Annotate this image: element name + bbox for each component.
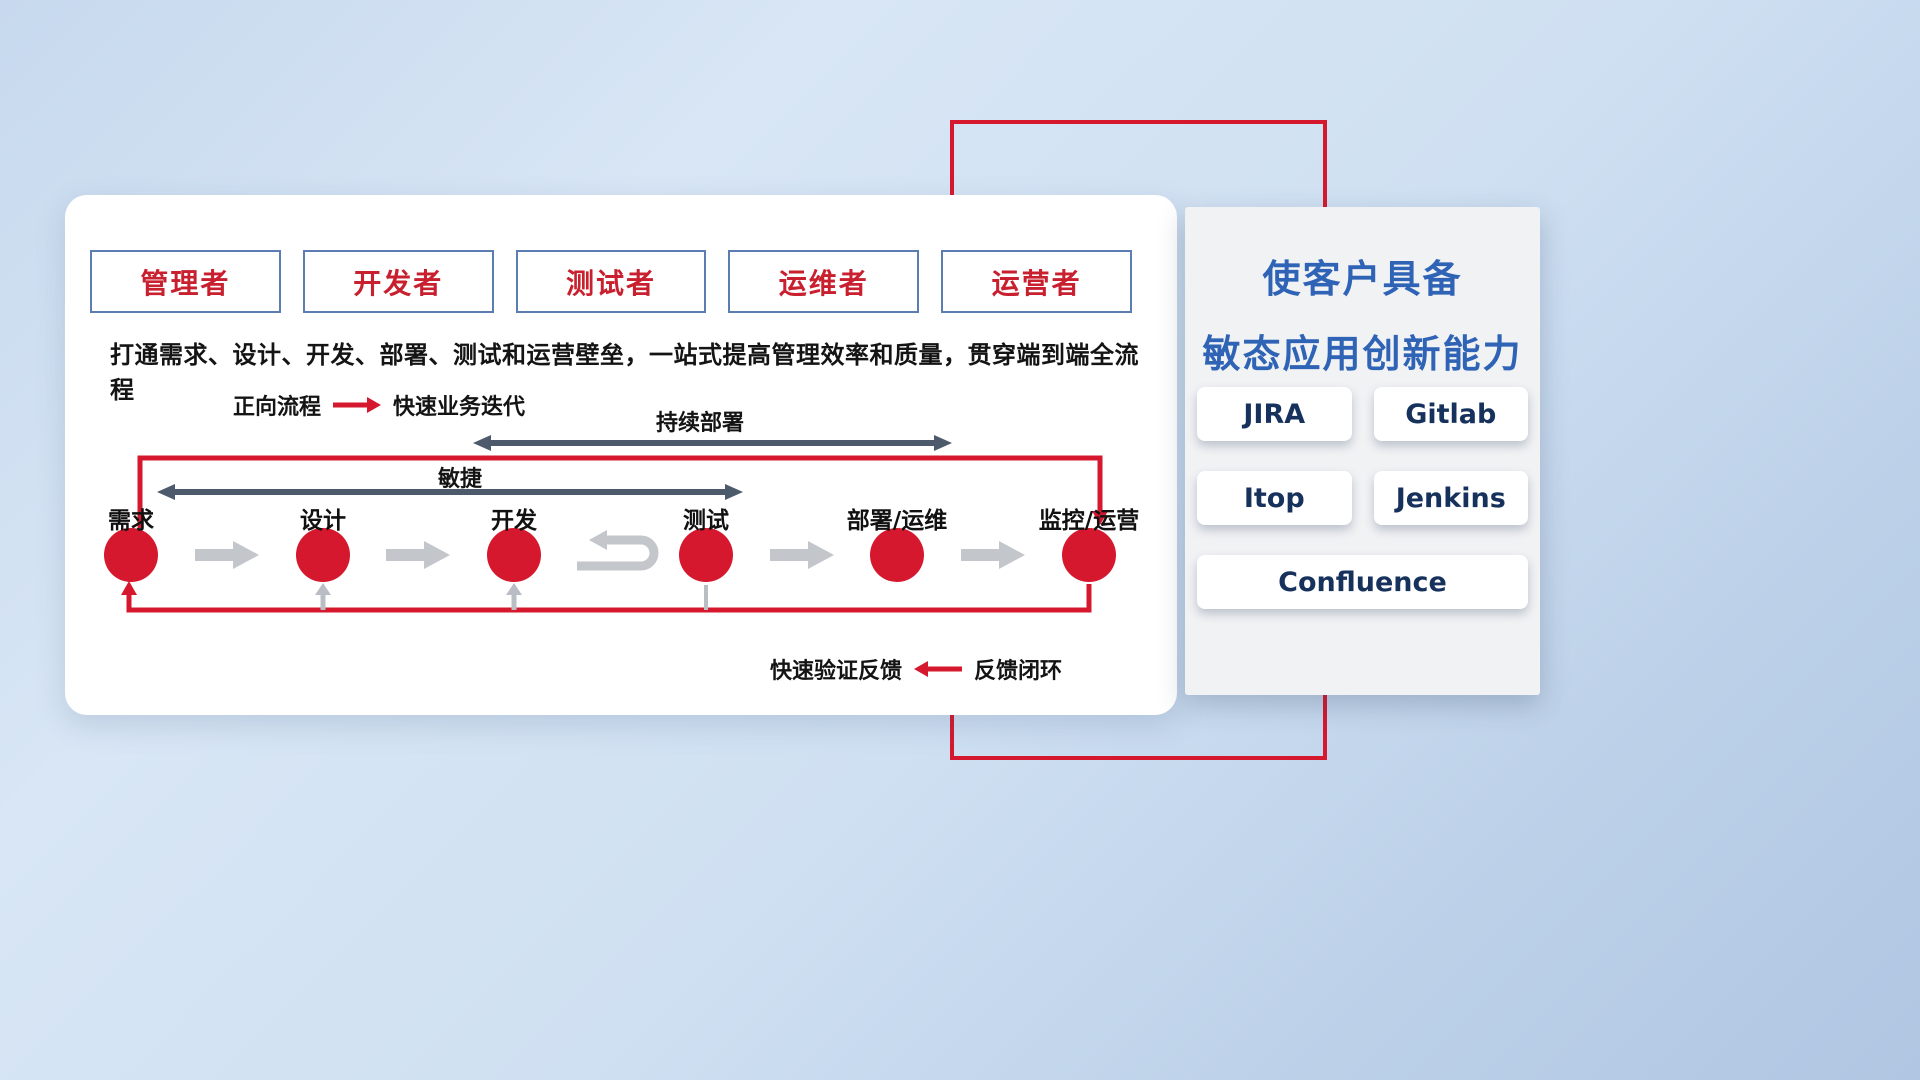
legend-forward-label: 正向流程 bbox=[233, 395, 322, 420]
role-box-ops: 运维者 bbox=[728, 250, 920, 313]
stage-circle-development bbox=[487, 528, 541, 582]
role-box-tester: 测试者 bbox=[515, 250, 707, 313]
flow-arrow-1 bbox=[195, 541, 259, 569]
legend-feedback-label: 快速验证反馈 bbox=[770, 659, 903, 684]
subtitle: 打通需求、设计、开发、部署、测试和运营壁垒，一站式提高管理效率和质量，贯穿端到端… bbox=[110, 341, 1139, 404]
tool-chip-jenkins: Jenkins bbox=[1373, 471, 1528, 525]
role-boxes-row: 管理者 开发者 测试者 运维者 运营者 bbox=[90, 250, 1132, 313]
forward-arrow-icon bbox=[333, 397, 382, 413]
arrowhead-up bbox=[315, 583, 331, 595]
arrowhead-up bbox=[506, 583, 522, 595]
flow-arrow-2 bbox=[386, 541, 450, 569]
tool-chip-grid: JIRA Gitlab Itop Jenkins Confluence bbox=[1197, 387, 1528, 609]
stage-label-testing: 测试 bbox=[683, 508, 729, 534]
legend-forward-desc: 快速业务迭代 bbox=[393, 395, 526, 420]
panel-title: 使客户具备 敏态应用创新能力 bbox=[1185, 242, 1540, 392]
feedback-loop-arrowhead bbox=[121, 581, 137, 595]
role-box-developer: 开发者 bbox=[302, 250, 494, 313]
stage-label-design: 设计 bbox=[300, 508, 346, 534]
arrowhead-right bbox=[934, 435, 952, 451]
agile-label: 敏捷 bbox=[437, 467, 482, 492]
arrowhead-right bbox=[725, 484, 743, 500]
role-label: 运维者 bbox=[778, 266, 869, 300]
loopback-arrowhead bbox=[589, 530, 607, 550]
role-label: 运营者 bbox=[991, 266, 1082, 300]
stage-label-deploy-ops: 部署/运维 bbox=[846, 508, 948, 534]
stage-circle-requirements bbox=[104, 528, 158, 582]
flow-arrow-5 bbox=[961, 541, 1025, 569]
legend-feedback-desc: 反馈闭环 bbox=[974, 659, 1063, 684]
legend-feedback: 快速验证反馈 反馈闭环 bbox=[770, 653, 1062, 685]
role-label: 开发者 bbox=[353, 266, 444, 300]
panel-title-line2: 敏态应用创新能力 bbox=[1202, 332, 1523, 376]
tool-chip-gitlab: Gitlab bbox=[1373, 387, 1528, 441]
tool-chip-confluence: Confluence bbox=[1197, 555, 1528, 609]
arrowhead-left bbox=[473, 435, 491, 451]
stage-label-development: 开发 bbox=[491, 508, 537, 534]
flow-arrow-4 bbox=[770, 541, 834, 569]
stage-circle-deploy-ops bbox=[870, 528, 924, 582]
stage-circle-testing bbox=[679, 528, 733, 582]
arrowhead-left bbox=[157, 484, 175, 500]
tool-chip-jira: JIRA bbox=[1197, 387, 1352, 441]
devops-flow-card: 管理者 开发者 测试者 运维者 运营者 打通需求、设计、开发、部署、测试和运营壁… bbox=[65, 195, 1177, 715]
role-box-operator: 运营者 bbox=[941, 250, 1132, 313]
stage-circle-design bbox=[296, 528, 350, 582]
stage-circle-monitor-ops bbox=[1062, 528, 1116, 582]
panel-title-line1: 使客户具备 bbox=[1262, 257, 1463, 301]
loopback-arrow-icon bbox=[577, 535, 659, 571]
feedback-arrow-icon bbox=[914, 661, 963, 677]
tool-chip-itop: Itop bbox=[1197, 471, 1352, 525]
role-label: 管理者 bbox=[140, 266, 231, 300]
stage-label-requirements: 需求 bbox=[108, 508, 154, 534]
stage-label-monitor-ops: 监控/运营 bbox=[1038, 508, 1140, 534]
continuous-deploy-label: 持续部署 bbox=[655, 411, 744, 436]
feedback-loop-line bbox=[126, 584, 1092, 613]
legend-forward: 正向流程 快速业务迭代 bbox=[233, 389, 525, 421]
role-box-manager: 管理者 bbox=[90, 250, 281, 313]
capability-panel: 使客户具备 敏态应用创新能力 JIRA Gitlab Itop Jenkins … bbox=[1185, 207, 1540, 695]
role-label: 测试者 bbox=[565, 266, 656, 300]
